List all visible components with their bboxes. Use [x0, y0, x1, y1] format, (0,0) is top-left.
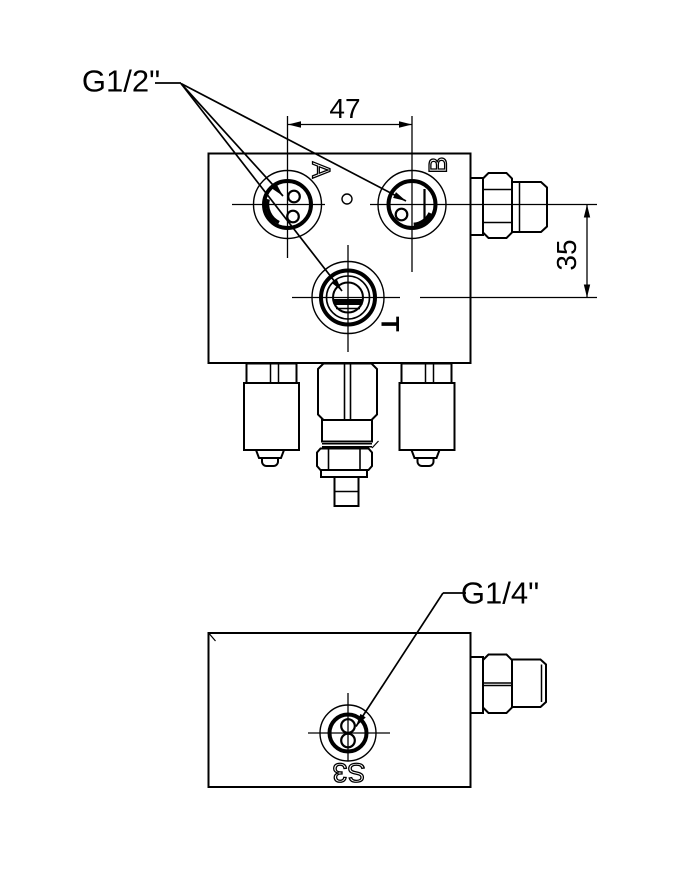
port-b-label: B: [424, 156, 453, 174]
port-b: [377, 169, 447, 240]
cartridge-right: [398, 362, 456, 467]
thread-label-g12: G1/2": [81, 63, 161, 99]
thread-label-g14: G1/4": [460, 575, 540, 611]
bottom-view: [207, 592, 547, 788]
valve-block-outline: [207, 152, 472, 364]
cartridge-left: [243, 362, 300, 467]
relief-valve-center: [316, 362, 379, 507]
port-a: [252, 169, 323, 240]
centerlines: [232, 116, 597, 352]
top-view: [155, 82, 597, 507]
leader-lines-g12: [155, 82, 407, 292]
side-fitting-bottom: [469, 653, 547, 714]
port-a-label: A: [306, 161, 335, 179]
dim-35-label: 35: [551, 239, 582, 271]
port-s3: [319, 704, 377, 762]
leader-line-g14: [355, 592, 466, 727]
pilot-hole: [341, 193, 353, 205]
dim-47-label: 47: [329, 93, 361, 124]
port-t: [311, 260, 385, 335]
port-s3-label: S3: [332, 757, 366, 788]
side-fitting-top: [469, 172, 548, 239]
port-t-label: T: [375, 316, 404, 332]
